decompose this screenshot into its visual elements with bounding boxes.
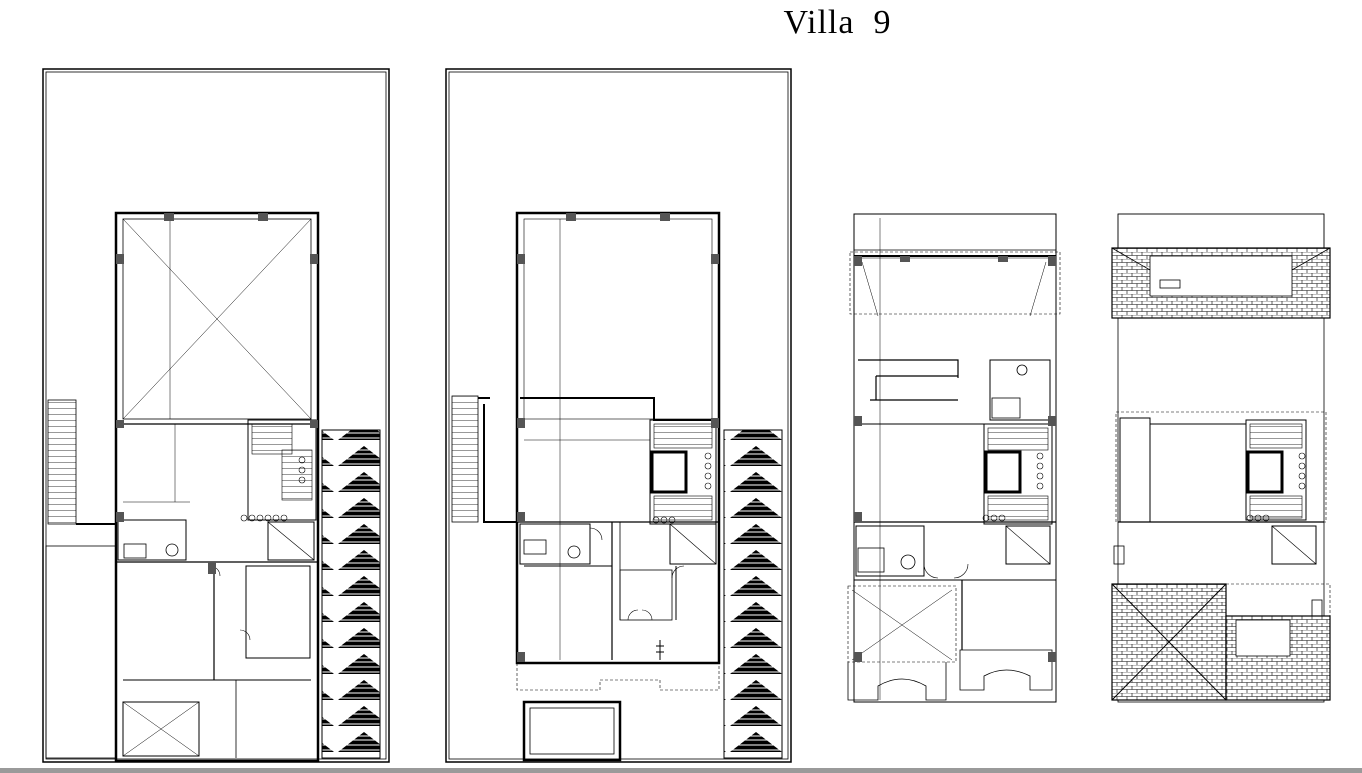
- bottom-scroll-bar: [0, 768, 1362, 773]
- staircase: [247, 419, 317, 521]
- ramp-strip: [723, 429, 783, 759]
- staircase: [1245, 419, 1307, 521]
- first-garage: [522, 700, 622, 762]
- external-stair: [451, 395, 479, 523]
- drawing-title: Villa 9: [783, 4, 892, 41]
- building-outline: [853, 213, 1057, 703]
- ground-garage: [122, 701, 200, 757]
- first-floor-plan: [445, 68, 792, 763]
- staircase: [983, 423, 1053, 525]
- second-bedroom: [847, 585, 957, 663]
- building-outline: [515, 211, 721, 665]
- external-stair: [47, 399, 77, 525]
- plot-boundary: [445, 68, 792, 763]
- ground-floor-plan: [42, 68, 390, 763]
- ramp-strip: [321, 429, 381, 759]
- building-outline: [114, 211, 320, 763]
- roof-plan: [1111, 213, 1331, 703]
- second-floor-plan: [847, 213, 1061, 703]
